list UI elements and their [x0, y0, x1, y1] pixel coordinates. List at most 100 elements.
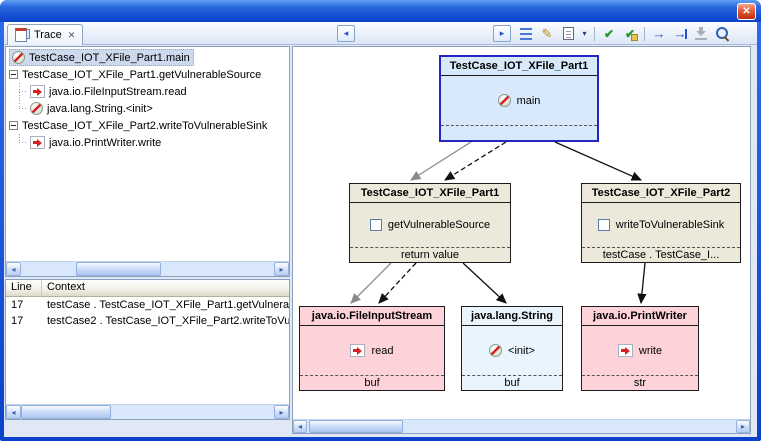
- view-menu-dropdown[interactable]: ▾: [579, 25, 590, 43]
- toolbar-separator: [594, 26, 595, 41]
- column-header-context[interactable]: Context: [42, 280, 289, 297]
- graph-node-title: TestCase_IOT_XFile_Part1: [441, 57, 597, 76]
- trace-view-icon: [15, 27, 30, 42]
- cell-line: 17: [11, 315, 24, 327]
- red-arrow-icon: [30, 85, 45, 98]
- red-arrow-icon: [30, 136, 45, 149]
- checkbox-icon[interactable]: [597, 219, 610, 231]
- scrollbar-thumb[interactable]: [76, 262, 161, 276]
- graph-node-title: java.lang.String: [462, 307, 562, 326]
- tab-scroll-right-button[interactable]: ▸: [493, 25, 511, 42]
- edit-button[interactable]: ✎: [537, 25, 557, 43]
- graph-node-init[interactable]: java.lang.String <init> buf: [461, 306, 563, 391]
- call-graph-canvas[interactable]: TestCase_IOT_XFile_Part1 main TestCase_I…: [293, 47, 750, 419]
- tree-item-label: TestCase_IOT_XFile_Part1.main: [29, 51, 190, 64]
- tab-close-icon[interactable]: ✕: [67, 29, 76, 40]
- graph-node-getvulnerablesource[interactable]: TestCase_IOT_XFile_Part1 getVulnerableSo…: [349, 183, 511, 263]
- validate-button[interactable]: ✔: [599, 25, 619, 43]
- graph-node-writetovulnerablesink[interactable]: TestCase_IOT_XFile_Part2 writeToVulnerab…: [581, 183, 741, 263]
- check-icon: ✔: [603, 26, 615, 41]
- graph-node-method: main: [516, 94, 541, 107]
- graph-node-method-row: main: [441, 76, 597, 125]
- no-entry-icon: [489, 344, 503, 357]
- zoom-button[interactable]: [712, 25, 732, 43]
- graph-node-footer: buf: [462, 375, 562, 390]
- graph-node-write[interactable]: java.io.PrintWriter write str: [581, 306, 699, 391]
- tree-item[interactable]: TestCase_IOT_XFile_Part1.getVulnerableSo…: [6, 66, 289, 83]
- graph-node-method-row: write: [582, 326, 698, 375]
- trace-tree: TestCase_IOT_XFile_Part1.main TestCase_I…: [6, 47, 289, 151]
- document-icon: [562, 27, 574, 40]
- arrow-right-icon: →: [652, 26, 666, 41]
- graph-node-method: getVulnerableSource: [387, 219, 491, 231]
- export-button[interactable]: [691, 25, 711, 43]
- red-arrow-icon: [617, 344, 633, 357]
- scroll-left-arrow-icon[interactable]: ◂: [293, 420, 307, 433]
- scroll-right-arrow-icon[interactable]: ▸: [736, 420, 750, 433]
- table-row[interactable]: 17 testCase . TestCase_IOT_XFile_Part1.g…: [6, 297, 289, 313]
- no-entry-icon: [12, 51, 25, 64]
- graph-node-main[interactable]: TestCase_IOT_XFile_Part1 main: [439, 55, 599, 142]
- scroll-right-arrow-icon[interactable]: ▸: [274, 262, 289, 276]
- chevron-down-icon: ▾: [582, 29, 587, 38]
- scrollbar-thumb[interactable]: [309, 420, 403, 433]
- view-menu-button[interactable]: [558, 25, 578, 43]
- graph-node-method-row: <init>: [462, 326, 562, 375]
- collapse-toggle-icon[interactable]: [9, 121, 18, 130]
- graph-node-title: TestCase_IOT_XFile_Part2: [582, 184, 740, 203]
- table-horizontal-scrollbar[interactable]: ◂ ▸: [6, 404, 289, 419]
- download-icon: [695, 27, 707, 40]
- tree-horizontal-scrollbar[interactable]: ◂ ▸: [6, 261, 289, 276]
- titlebar[interactable]: ✕: [0, 0, 761, 22]
- collapse-toggle-icon[interactable]: [9, 70, 18, 79]
- graph-node-title: java.io.PrintWriter: [582, 307, 698, 326]
- tree-item[interactable]: java.io.PrintWriter.write: [6, 134, 289, 151]
- tree-item-label: java.lang.String.<init>: [47, 102, 153, 115]
- graph-node-method: write: [638, 344, 663, 357]
- magnifier-icon: [715, 26, 730, 41]
- graph-node-title: TestCase_IOT_XFile_Part1: [350, 184, 510, 203]
- table-header: Line Context: [6, 280, 289, 297]
- graph-node-method: read: [371, 344, 394, 357]
- tab-label: Trace: [34, 29, 62, 41]
- graph-node-method-row: read: [300, 326, 444, 375]
- cell-context: testCase2 . TestCase_IOT_XFile_Part2.wri…: [47, 315, 289, 327]
- graph-node-read[interactable]: java.io.FileInputStream read buf: [299, 306, 445, 391]
- validate-edit-button[interactable]: ✔: [620, 25, 640, 43]
- tree-item-label: java.io.FileInputStream.read: [49, 85, 187, 98]
- scroll-left-arrow-icon[interactable]: ◂: [6, 405, 21, 419]
- outline-icon: [520, 27, 532, 40]
- tab-scroll-left-button[interactable]: ◂: [337, 25, 355, 42]
- graph-node-footer: testCase . TestCase_I...: [582, 247, 740, 262]
- tree-item[interactable]: java.io.FileInputStream.read: [6, 83, 289, 100]
- pencil-icon: ✎: [541, 25, 553, 41]
- table-row[interactable]: 17 testCase2 . TestCase_IOT_XFile_Part2.…: [6, 313, 289, 329]
- trace-tree-panel: TestCase_IOT_XFile_Part1.main TestCase_I…: [5, 46, 290, 277]
- scroll-right-arrow-icon[interactable]: ▸: [274, 405, 289, 419]
- column-header-line[interactable]: Line: [6, 280, 42, 297]
- tree-item[interactable]: java.lang.String.<init>: [6, 100, 289, 117]
- graph-node-method-row: writeToVulnerableSink: [582, 203, 740, 247]
- step-forward-button[interactable]: →: [649, 25, 669, 43]
- context-table-panel: Line Context 17 testCase . TestCase_IOT_…: [5, 279, 290, 420]
- scroll-left-arrow-icon[interactable]: ◂: [6, 262, 21, 276]
- red-arrow-icon: [350, 344, 366, 357]
- graph-node-footer: return value: [350, 247, 510, 262]
- toolbar-separator: [644, 26, 645, 41]
- checkbox-icon[interactable]: [369, 219, 382, 231]
- tab-row: Trace ✕ ◂ ▸ ✎ ▾ ✔: [4, 22, 757, 45]
- scrollbar-thumb[interactable]: [21, 405, 111, 419]
- cell-context: testCase . TestCase_IOT_XFile_Part1.getV…: [47, 299, 289, 311]
- graph-node-footer: [441, 125, 597, 140]
- window-close-button[interactable]: ✕: [737, 3, 756, 20]
- tab-trace[interactable]: Trace ✕: [7, 24, 84, 45]
- tree-item[interactable]: TestCase_IOT_XFile_Part2.writeToVulnerab…: [6, 117, 289, 134]
- tree-item[interactable]: TestCase_IOT_XFile_Part1.main: [6, 49, 289, 66]
- run-to-end-button[interactable]: →: [670, 25, 690, 43]
- outline-button[interactable]: [516, 25, 536, 43]
- check-edit-icon: ✔: [624, 26, 636, 41]
- call-graph-panel: TestCase_IOT_XFile_Part1 main TestCase_I…: [292, 46, 751, 434]
- diagram-horizontal-scrollbar[interactable]: ◂ ▸: [293, 419, 750, 433]
- graph-node-method-row: getVulnerableSource: [350, 203, 510, 247]
